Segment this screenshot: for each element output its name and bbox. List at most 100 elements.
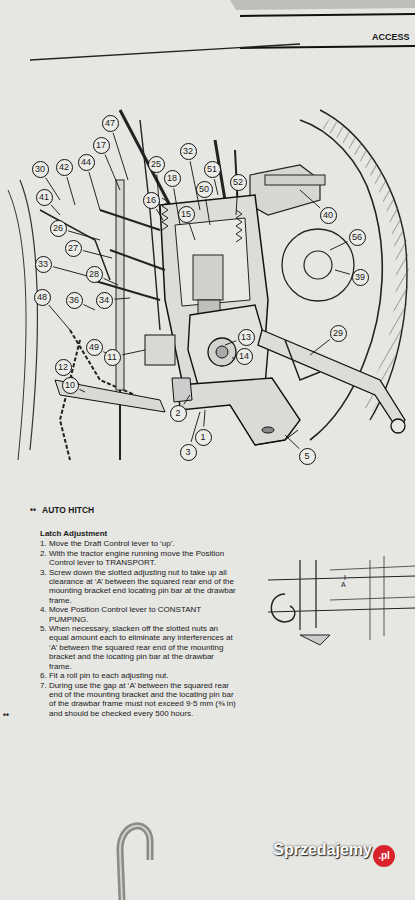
callout-circle: 26 [50,220,67,237]
callout-number: 17 [96,141,106,150]
callout-circle: 16 [143,192,160,209]
text-label: •• [3,711,9,720]
watermark: Sprzedajemy [273,845,372,854]
text-label: ACCESS [372,33,410,42]
callout-circle: 12 [55,359,72,376]
callout-number: 44 [81,158,91,167]
callout-circle: 25 [148,156,165,173]
callout-number: 41 [39,193,49,202]
callout-number: 49 [89,343,99,352]
callout-circle: 56 [349,229,366,246]
callout-number: 48 [37,293,47,302]
callout-circle: 49 [86,339,103,356]
callout-circle: 30 [32,161,49,178]
callout-circle: 51 [204,161,221,178]
leader-line [67,177,75,205]
callout-circle: 29 [330,325,347,342]
callout-circle: 2 [170,405,187,422]
callout-number: 50 [199,185,209,194]
leader-line [83,305,95,310]
callout-number: 25 [151,160,161,169]
callout-number: 13 [241,333,251,342]
subheading: Latch Adjustment [40,529,238,538]
callout-circle: 39 [352,269,369,286]
leader-line [83,251,112,258]
callout-circle: 18 [164,170,181,187]
callout-circle: 40 [320,207,337,224]
leader-line [89,172,100,210]
leader-line [114,298,130,299]
callout-number: 28 [89,270,99,279]
leader-line [122,350,145,355]
leader-line [204,410,205,427]
leader-line [214,179,218,195]
instruction-step: 1. Move the Draft Control lever to ‘up’. [40,539,238,548]
callout-number: 40 [323,211,333,220]
leader-line [335,270,350,274]
leader-line [206,199,210,225]
callout-number: 14 [239,352,249,361]
leader-line [232,357,234,358]
callout-circle: 27 [65,240,82,257]
callout-circle: 13 [238,329,255,346]
section-title: AUTO HITCH [42,506,94,515]
callout-number: 34 [99,296,109,305]
leader-line [156,209,163,220]
callout-number: 32 [183,147,193,156]
callout-number: 3 [185,448,190,457]
callout-circle: 14 [236,348,253,365]
leader-line [310,339,330,355]
instruction-step: 7. During use the gap at ‘A’ between the… [40,681,238,719]
instruction-step: 4. Move Position Control lever to CONSTA… [40,605,238,624]
callout-number: 56 [352,233,362,242]
watermark: .pl [378,851,390,860]
callout-number: 39 [355,273,365,282]
callout-circle: 33 [35,256,52,273]
leader-line [68,231,100,240]
leader-line [104,278,118,285]
text-column: Latch Adjustment1. Move the Draft Contro… [40,529,238,718]
callout-number: 52 [233,178,243,187]
leader-line [51,205,60,215]
callout-circle: 52 [230,174,247,191]
callout-number: 27 [68,244,78,253]
callout-circle: 41 [36,189,53,206]
leader-line [184,395,190,404]
callout-circle: 1 [195,429,212,446]
callout-number: 1 [200,433,205,442]
callout-number: 2 [175,409,180,418]
callout-number: 10 [65,381,75,390]
callout-circle: 44 [78,154,95,171]
instruction-step: 3. Screw down the slotted adjusting nut … [40,568,238,606]
leader-line [300,190,320,208]
callout-number: 33 [38,260,48,269]
callout-number: 30 [35,165,45,174]
instruction-step: 6. Fit a roll pin to each adjusting nut. [40,671,238,680]
leader-line [189,224,195,240]
callout-number: 15 [181,210,191,219]
callout-circle: 34 [96,292,113,309]
leader-line [330,242,348,250]
callout-circle: 10 [62,377,79,394]
leader-line [105,155,120,190]
callout-circle: 3 [180,444,197,461]
leader-line [236,192,237,215]
leader-line [80,389,85,392]
callout-number: 12 [58,363,68,372]
instruction-step: 5. When necessary, slacken off the slott… [40,624,238,671]
callout-number: 26 [53,224,63,233]
callout-circle: 42 [56,159,73,176]
leader-line [49,305,70,330]
callout-number: 47 [105,119,115,128]
callout-number: 16 [146,196,156,205]
text-label: •• [30,506,36,515]
callout-number: 29 [333,329,343,338]
callout-circle: 47 [102,115,119,132]
callout-number: 11 [107,353,116,362]
callout-circle: 48 [34,289,51,306]
callout-circle: 15 [178,206,195,223]
callout-circle: 17 [93,137,110,154]
callout-circle: 28 [86,266,103,283]
instruction-step: 2. With the tractor engine running move … [40,549,238,568]
